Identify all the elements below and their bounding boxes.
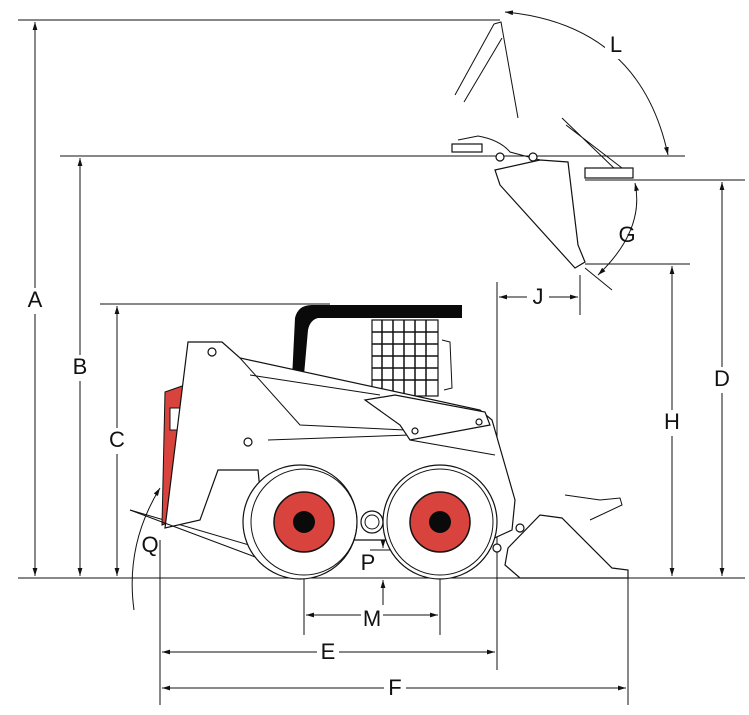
label-p: P xyxy=(361,550,376,575)
label-q: Q xyxy=(141,532,158,557)
label-d: D xyxy=(714,366,730,391)
label-h: H xyxy=(664,409,680,434)
label-e: E xyxy=(321,639,336,664)
cab-roll-cage xyxy=(290,305,462,420)
label-l: L xyxy=(610,32,622,57)
label-b: B xyxy=(73,354,88,379)
label-f: F xyxy=(388,675,401,700)
skid-steer-loader xyxy=(129,305,629,580)
label-g: G xyxy=(618,222,635,247)
lowered-bucket xyxy=(504,514,629,579)
label-c: C xyxy=(109,427,125,452)
label-m: M xyxy=(363,606,381,631)
label-j: J xyxy=(533,284,544,309)
label-a: A xyxy=(28,287,43,312)
raised-bucket-outline xyxy=(451,21,634,291)
dimension-labels: A B C D E F G H J L M P Q xyxy=(24,32,733,702)
